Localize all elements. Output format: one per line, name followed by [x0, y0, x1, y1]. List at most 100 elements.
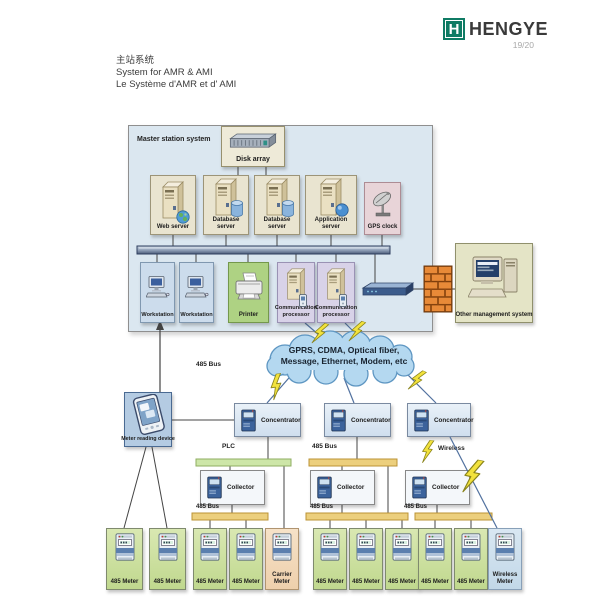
- other-management-system-node: Other management system: [455, 243, 533, 323]
- master-station-label: Master station system: [137, 136, 211, 143]
- workstation-label: Workstation: [141, 312, 174, 318]
- concentrator-node-2: Concentrator: [324, 403, 391, 437]
- collector-icon: [207, 476, 222, 499]
- cloud-line-2: Message, Ethernet, Modem, etc: [280, 355, 408, 366]
- meter-label: 485 Meter: [352, 579, 380, 585]
- bus-485-low-label-2: 485 Bus: [310, 504, 334, 510]
- meter-icon: [425, 533, 445, 561]
- meter-reading-device-node: Meter reading device: [121, 392, 175, 447]
- concentrator-icon: [241, 409, 256, 432]
- hengye-logo-icon: H: [443, 18, 465, 40]
- bus-485-upper-label: 485 Bus: [196, 361, 221, 368]
- bus-485-mid-label: 485 Bus: [312, 443, 337, 450]
- meter-wireless: Wireless Meter: [488, 528, 522, 590]
- bus-485-low-label-1: 485 Bus: [196, 504, 220, 510]
- meter-label: 485 Meter: [388, 579, 416, 585]
- logo-glyph: H: [448, 20, 460, 38]
- handheld-pda-icon: [130, 394, 166, 436]
- printer-node: Printer: [228, 262, 269, 323]
- page-number: 19/20: [512, 40, 534, 50]
- server-label: Database server: [263, 217, 291, 230]
- brand-name: HENGYE: [469, 18, 549, 39]
- meter-icon: [200, 533, 220, 561]
- meter-485: 485 Meter: [385, 528, 419, 590]
- meter-icon: [115, 533, 135, 561]
- upload-arrow: [156, 320, 164, 392]
- meter-icon: [461, 533, 481, 561]
- meter-485: 485 Meter: [418, 528, 452, 590]
- ethernet-bus-bar: [136, 245, 391, 255]
- workstation-icon: [146, 276, 170, 299]
- meter-carrier: Carrier Meter: [265, 528, 299, 590]
- title-block: 主站系统 System for AMR & AMI Le Système d'A…: [116, 55, 236, 91]
- meter-485: 485 Meter: [149, 528, 186, 590]
- hengye-logo: H HENGYE: [443, 18, 548, 40]
- meter-485: 485 Meter: [313, 528, 347, 590]
- meter-icon: [272, 533, 292, 561]
- title-en: System for AMR & AMI: [116, 67, 213, 78]
- meter-label: 485 Meter: [421, 579, 449, 585]
- router-icon: [361, 282, 415, 296]
- modem-handset-icon: [299, 294, 307, 307]
- meter-485: 485 Meter: [349, 528, 383, 590]
- comm-processor-label: Communication processor: [314, 305, 358, 318]
- concentrator-icon: [414, 409, 429, 432]
- meter-label: Carrier Meter: [272, 572, 292, 585]
- printer-icon: [234, 272, 264, 303]
- server-application: Application server: [305, 175, 357, 235]
- meter-485: 485 Meter: [454, 528, 488, 590]
- meter-reading-device-label: Meter reading device: [121, 436, 175, 442]
- disk-array-icon: [228, 133, 278, 150]
- concentrator-label: Concentrator: [434, 416, 474, 424]
- meter-label: 485 Meter: [110, 579, 139, 585]
- app-sphere-icon: [335, 203, 349, 217]
- concentrator-label: Concentrator: [261, 416, 301, 424]
- meter-485: 485 Meter: [193, 528, 227, 590]
- server-label: Application server: [314, 217, 348, 230]
- globe-icon: [176, 210, 190, 224]
- server-label: Database server: [212, 217, 240, 230]
- gps-clock-label: GPS clock: [367, 224, 398, 230]
- title-fr: Le Système d'AMR et d' AMI: [116, 79, 237, 90]
- collector-icon: [412, 476, 427, 499]
- server-database-1: Database server: [203, 175, 249, 235]
- meter-485: 485 Meter: [229, 528, 263, 590]
- title-zh: 主站系统: [116, 55, 155, 66]
- concentrator-icon: [331, 409, 346, 432]
- printer-label: Printer: [238, 312, 259, 318]
- server-database-2: Database server: [254, 175, 300, 235]
- meter-485: 485 Meter: [106, 528, 143, 590]
- meter-icon: [320, 533, 340, 561]
- collector-label: Collector: [432, 484, 460, 491]
- workstation-node-1: Workstation: [140, 262, 175, 323]
- meter-icon: [356, 533, 376, 561]
- meter-icon: [236, 533, 256, 561]
- workstation-label: Workstation: [180, 312, 213, 318]
- comm-processor-label: Communication processor: [274, 305, 318, 318]
- meter-label: 485 Meter: [232, 579, 260, 585]
- disk-array-node: Disk array: [221, 126, 285, 167]
- other-management-system-label: Other management system: [455, 312, 533, 318]
- collector-icon: [317, 476, 332, 499]
- management-computer-icon: [468, 255, 520, 301]
- disk-array-label: Disk array: [236, 156, 270, 163]
- collector-node-1: Collector: [200, 470, 265, 505]
- cloud-line-1: GPRS, CDMA, Optical fiber,: [288, 345, 400, 355]
- plc-label: PLC: [222, 443, 235, 450]
- concentrator-node-3: Concentrator: [407, 403, 474, 437]
- meter-label: 485 Meter: [196, 579, 224, 585]
- meter-label: 485 Meter: [153, 579, 182, 585]
- comm-processor-node-2: Communication processor: [314, 262, 358, 323]
- meter-label: 485 Meter: [457, 579, 485, 585]
- wireless-label: Wireless: [438, 445, 465, 452]
- database-cylinder-icon: [230, 200, 244, 218]
- meter-label: 485 Meter: [316, 579, 344, 585]
- satellite-dish-icon: [371, 190, 395, 218]
- concentrator-label: Concentrator: [351, 416, 391, 424]
- concentrator-node-1: Concentrator: [234, 403, 301, 437]
- cloud-text: GPRS, CDMA, Optical fiber, Message, Ethe…: [262, 345, 426, 366]
- collector-label: Collector: [227, 484, 255, 491]
- collector-node-2: Collector: [310, 470, 375, 505]
- server-label: Web server: [156, 224, 190, 230]
